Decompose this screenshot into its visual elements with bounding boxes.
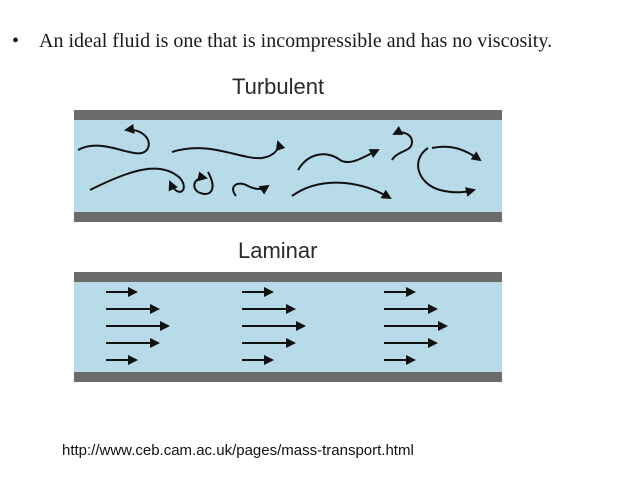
source-link[interactable]: http://www.ceb.cam.ac.uk/pages/mass-tran… xyxy=(62,442,414,459)
bullet-line: • An ideal fluid is one that is incompres… xyxy=(12,30,552,53)
laminar-label: Laminar xyxy=(238,238,318,263)
laminar-pipe xyxy=(74,272,502,382)
laminar-bottom-wall xyxy=(74,372,502,382)
eddy-arrow xyxy=(171,140,286,160)
eddy-arrow xyxy=(417,147,476,197)
eddy-arrow xyxy=(193,171,214,195)
eddy-arrow xyxy=(89,167,185,193)
laminar-top-wall xyxy=(74,272,502,282)
turbulent-top-wall xyxy=(74,110,502,120)
eddy-arrow xyxy=(77,123,150,155)
eddy-arrow xyxy=(291,181,392,200)
eddy-arrow xyxy=(391,125,414,161)
eddy-arrow xyxy=(232,182,270,197)
bullet-text: An ideal fluid is one that is incompress… xyxy=(39,30,553,52)
eddy-arrow xyxy=(431,145,482,162)
eddy-arrow xyxy=(297,149,380,171)
turbulent-eddies xyxy=(77,123,482,200)
turbulent-label: Turbulent xyxy=(232,74,325,99)
laminar-arrows xyxy=(106,287,448,365)
turbulent-bottom-wall xyxy=(74,212,502,222)
turbulent-pipe xyxy=(74,110,502,222)
bullet-symbol: • xyxy=(12,30,20,52)
turbulent-fluid xyxy=(74,120,502,212)
